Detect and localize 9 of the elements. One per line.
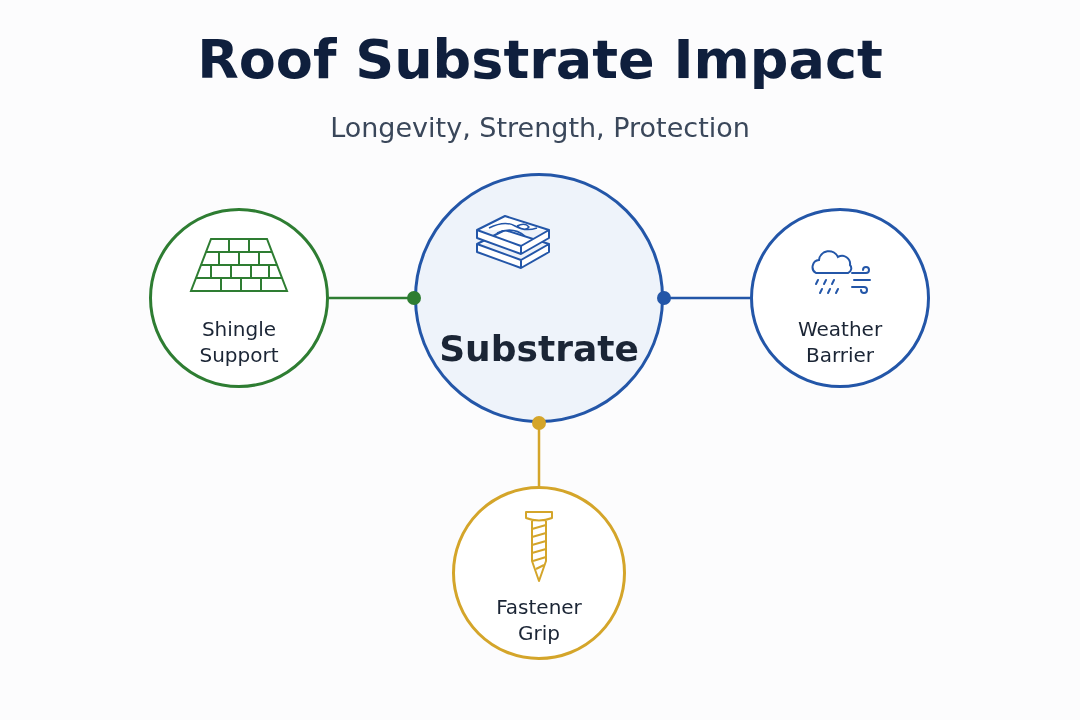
connector-line [657,291,750,305]
node-label: Weather Barrier [797,317,883,367]
node-label: Substrate [439,328,639,369]
subtitle: Longevity, Strength, Protection [330,112,750,143]
connector-line [532,416,546,486]
node-label: Shingle Support [199,317,279,367]
title: Roof Substrate Impact [197,28,883,91]
node-label: Fastener Grip [496,595,582,645]
connector-line [329,291,421,305]
